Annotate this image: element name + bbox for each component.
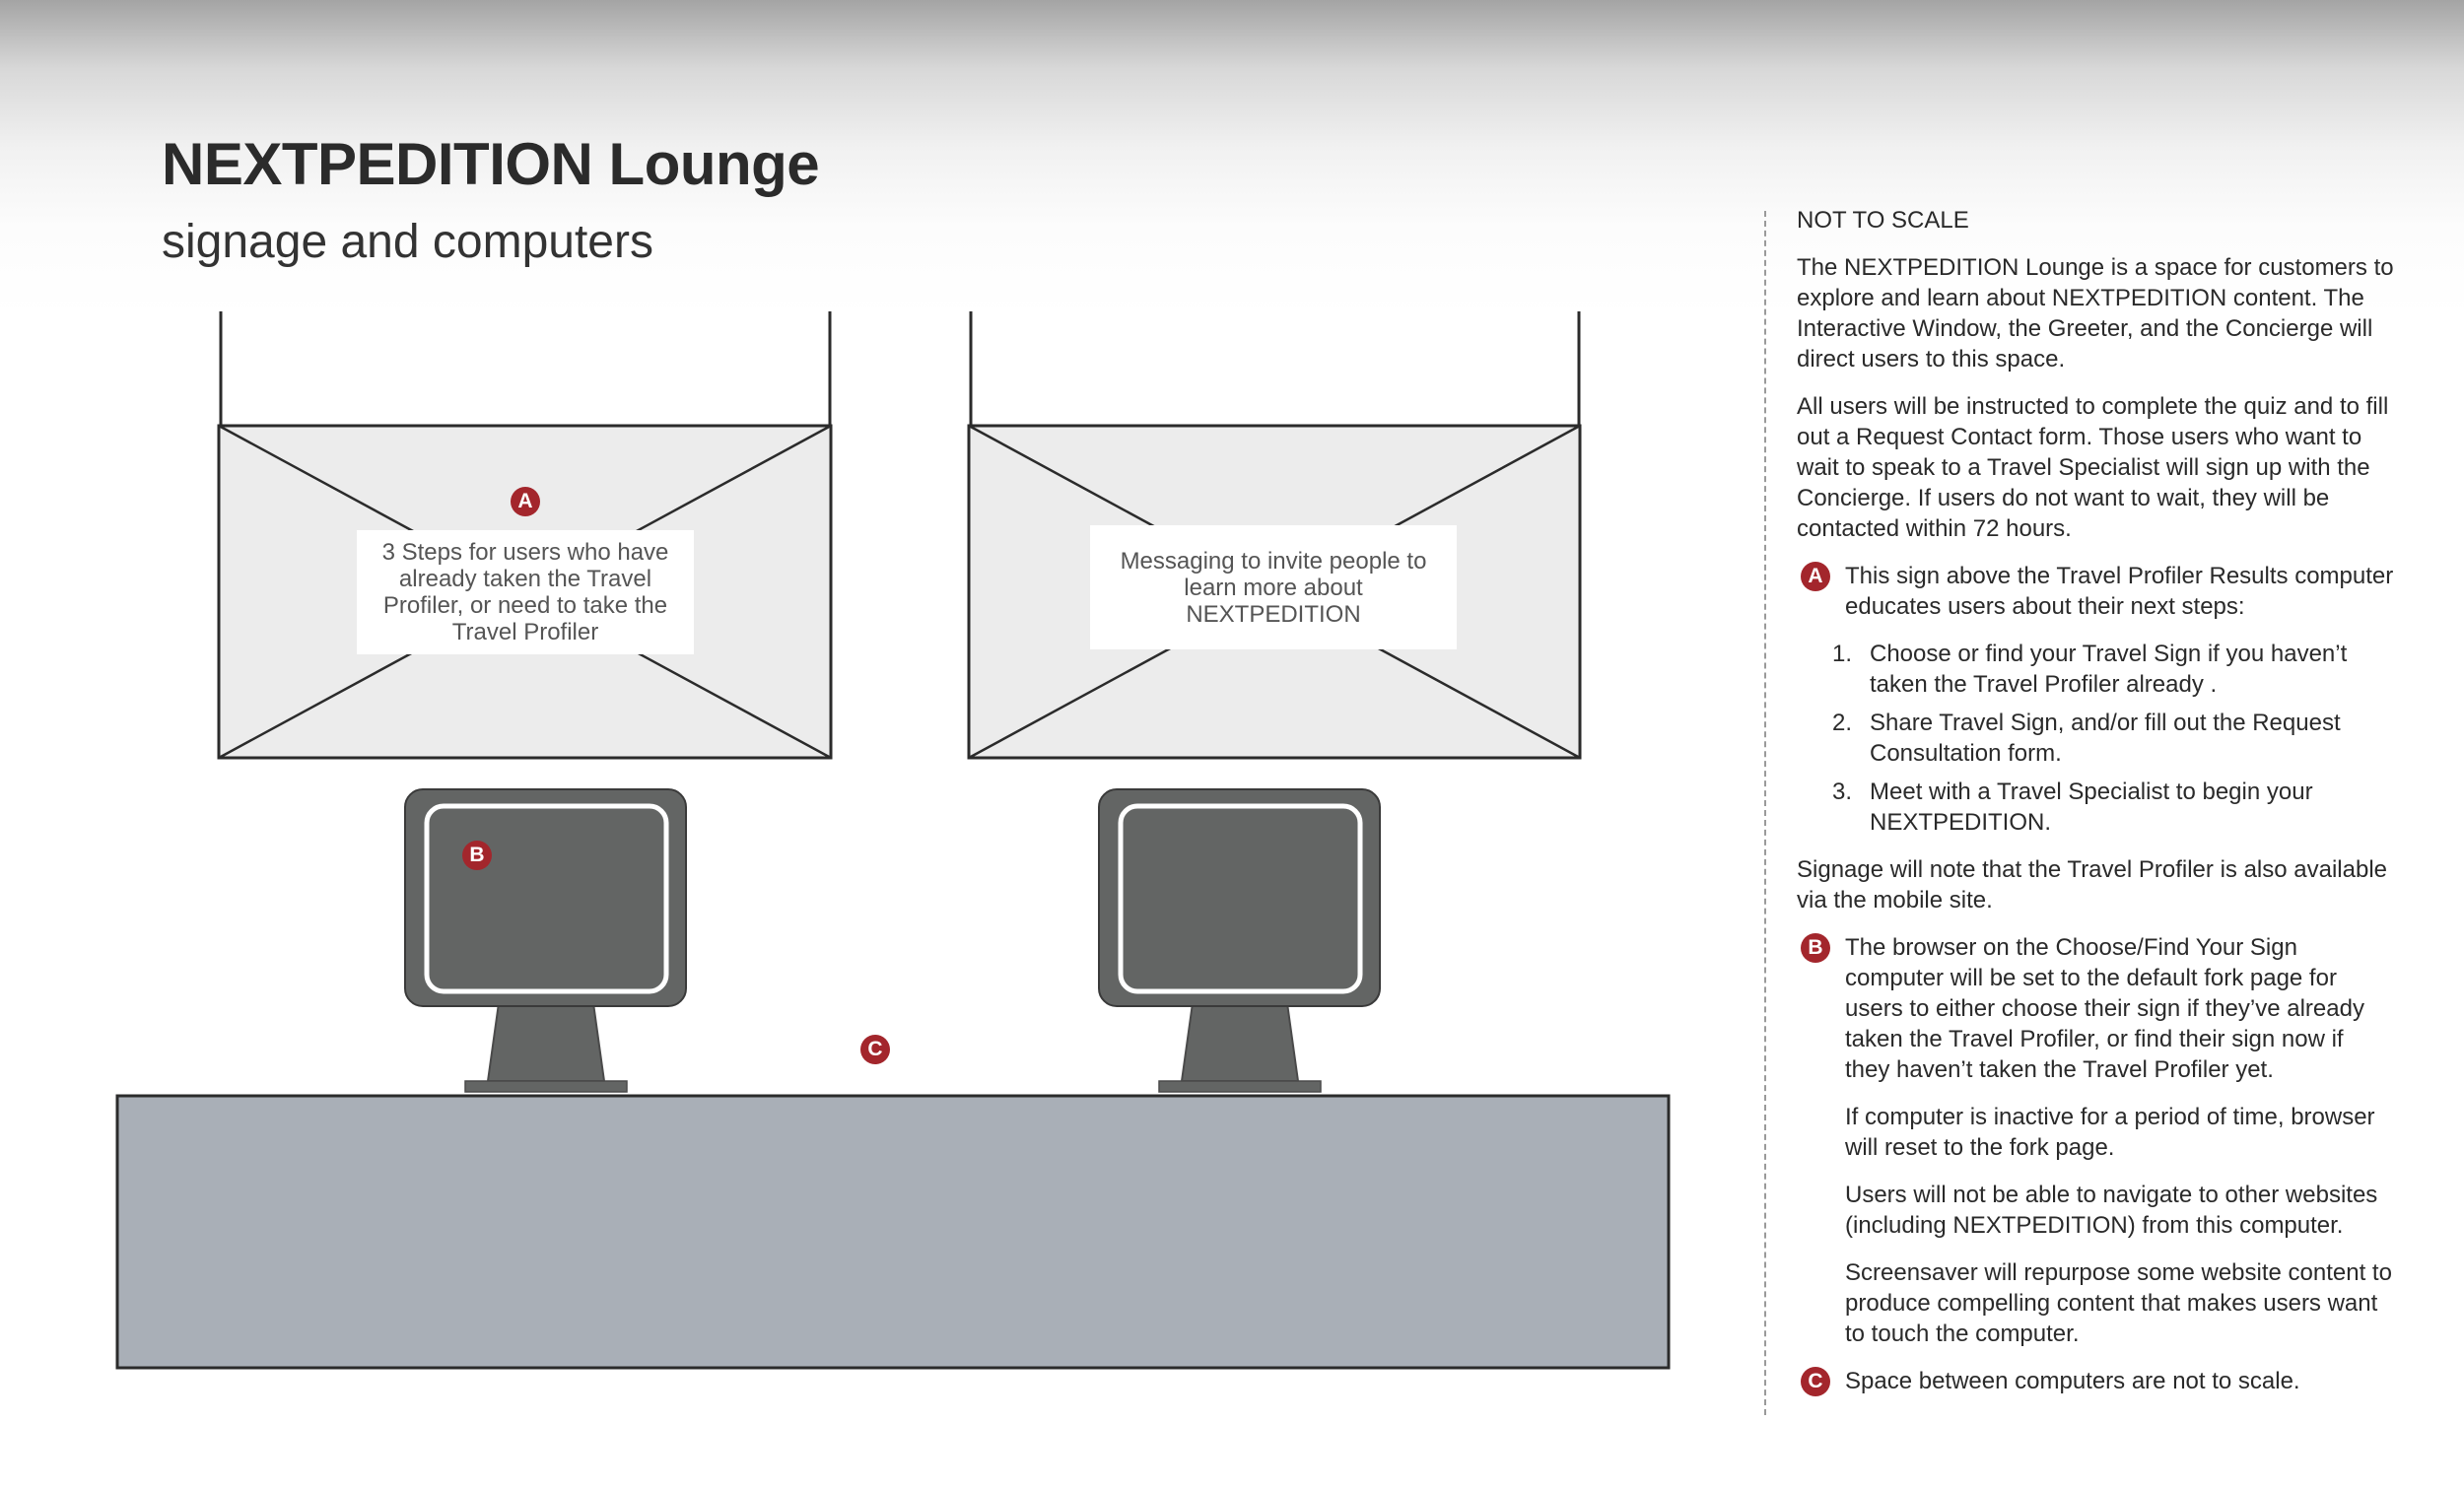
note-a-badge: A bbox=[1801, 562, 1830, 591]
computer-1-screen bbox=[424, 803, 669, 994]
note-b-paragraph: Users will not be able to navigate to ot… bbox=[1845, 1182, 2378, 1239]
panel-divider bbox=[1764, 211, 1766, 1415]
note-b: B The browser on the Choose/Find Your Si… bbox=[1797, 932, 2394, 1349]
step-text: Meet with a Travel Specialist to begin y… bbox=[1870, 779, 2313, 836]
note-b-paragraph: If computer is inactive for a period of … bbox=[1845, 1104, 2375, 1161]
note-c: C Space between computers are not to sca… bbox=[1797, 1366, 2394, 1396]
note-b-paragraph: Screensaver will repurpose some website … bbox=[1845, 1259, 2392, 1347]
list-item: 3. Meet with a Travel Specialist to begi… bbox=[1832, 777, 2394, 838]
list-item: 1. Choose or find your Travel Sign if yo… bbox=[1832, 639, 2394, 700]
instructions-paragraph: All users will be instructed to complete… bbox=[1797, 393, 2389, 542]
step-number: 2. bbox=[1832, 710, 1853, 736]
page-subtitle: signage and computers bbox=[162, 216, 653, 268]
badge-b-marker: B bbox=[462, 841, 492, 870]
sign-a-label: 3 Steps for users who have already taken… bbox=[357, 530, 694, 654]
note-b-paragraph: The browser on the Choose/Find Your Sign… bbox=[1845, 934, 2364, 1083]
not-to-scale-label: NOT TO SCALE bbox=[1797, 207, 1969, 234]
page-title: NEXTPEDITION Lounge bbox=[162, 131, 820, 197]
next-steps-list: 1. Choose or find your Travel Sign if yo… bbox=[1797, 639, 2394, 838]
lounge-diagram bbox=[115, 311, 1671, 1370]
desk bbox=[115, 1094, 1671, 1370]
notes-panel: NOT TO SCALE The NEXTPEDITION Lounge is … bbox=[1797, 205, 2394, 1413]
computer-2-screen bbox=[1118, 803, 1363, 994]
computer-2 bbox=[1098, 788, 1381, 1093]
badge-a-marker: A bbox=[511, 487, 540, 516]
computer-1 bbox=[404, 788, 687, 1093]
computer-1-stand bbox=[486, 1002, 606, 1082]
note-a-text: This sign above the Travel Profiler Resu… bbox=[1845, 563, 2394, 620]
intro-paragraph: The NEXTPEDITION Lounge is a space for c… bbox=[1797, 254, 2394, 372]
computer-2-base bbox=[1158, 1080, 1322, 1093]
note-b-badge: B bbox=[1801, 933, 1830, 963]
list-item: 2. Share Travel Sign, and/or fill out th… bbox=[1832, 708, 2394, 769]
computer-2-stand bbox=[1180, 1002, 1300, 1082]
sign-b-label: Messaging to invite people to learn more… bbox=[1090, 525, 1457, 649]
step-number: 3. bbox=[1832, 779, 1853, 805]
mobile-note: Signage will note that the Travel Profil… bbox=[1797, 856, 2387, 914]
note-a: A This sign above the Travel Profiler Re… bbox=[1797, 561, 2394, 622]
step-text: Choose or find your Travel Sign if you h… bbox=[1870, 641, 2348, 698]
computer-1-base bbox=[464, 1080, 628, 1093]
note-c-text: Space between computers are not to scale… bbox=[1845, 1368, 2300, 1394]
badge-c-marker: C bbox=[860, 1035, 890, 1064]
step-text: Share Travel Sign, and/or fill out the R… bbox=[1870, 710, 2341, 767]
note-c-badge: C bbox=[1801, 1367, 1830, 1396]
step-number: 1. bbox=[1832, 641, 1853, 667]
